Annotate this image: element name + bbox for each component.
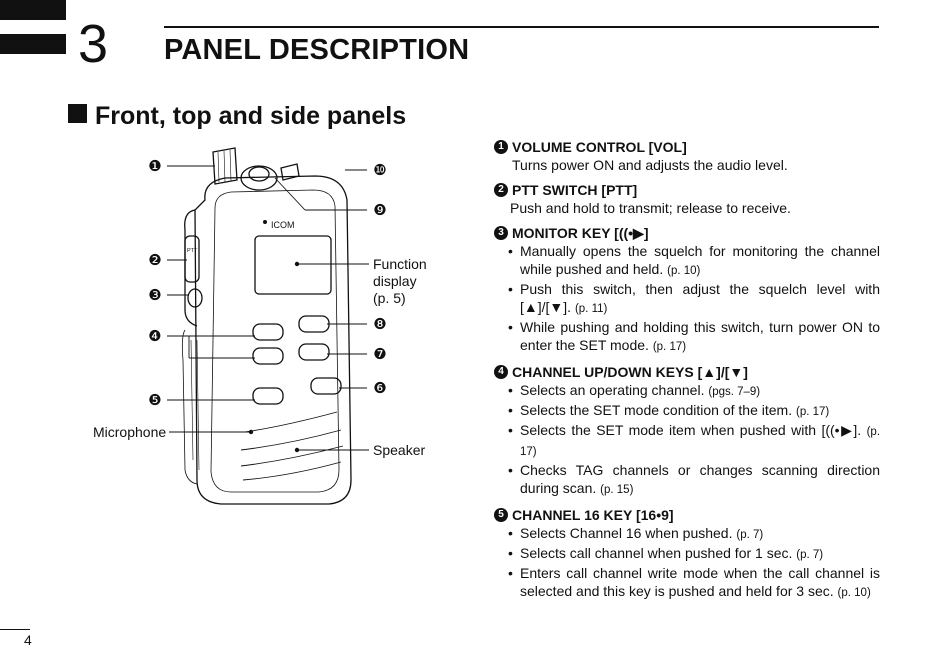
section-heading: Front, top and side panels [68,102,406,131]
number-badge: 5 [494,508,508,522]
bullet-item: •Selects the SET mode item when pushed w… [508,422,881,458]
microphone-label: Microphone [93,424,166,440]
list-item: 3 MONITOR KEY [((•▶] •Manually opens the … [494,224,880,356]
number-badge: 2 [494,183,508,197]
ptt-switch [184,235,200,283]
callout-1: ❶ [148,157,161,175]
bullet-item: •Selects the SET mode condition of the i… [508,402,830,418]
radio-illustration: ICOM PTT ❶ ❷ ❸ ❹ ❺ ❻ ❼ ❽ ❾ ❿ Function di… [93,147,427,505]
bullet-text: Enters call channel write mode when the … [520,565,880,599]
key-right-top [298,315,330,333]
list-item: 1 VOLUME CONTROL [VOL] Turns power ON and… [494,138,880,174]
page-ref: (pgs. 7–9) [708,386,761,398]
callout-3: ❸ [148,286,161,304]
page-ref: (p. 10) [837,587,871,599]
bullet-text: Selects the SET mode condition of the it… [520,402,793,418]
list-item: 2 PTT SWITCH [PTT] Push and hold to trans… [494,181,880,217]
list-item: 4 CHANNEL UP/DOWN KEYS [▲]/[▼] •Selects a… [494,363,880,499]
key-up [252,323,284,341]
item-description: Push and hold to transmit; release to re… [510,200,791,216]
function-display-label-3: (p. 5) [373,290,406,306]
item-title: CHANNEL 16 KEY [16•9] [512,507,674,523]
callout-2: ❷ [148,251,161,269]
key-right-mid [298,343,330,361]
volume-knob [212,147,238,185]
ptt-text: PTT [187,248,198,254]
section-title: Front, top and side panels [95,102,407,130]
callout-6: ❻ [373,379,386,397]
header-rule [164,26,879,28]
item-title: CHANNEL UP/DOWN KEYS [▲]/[▼] [512,364,748,380]
function-display [254,235,332,295]
callout-5: ❺ [148,391,161,409]
bullet-item: •Selects call channel when pushed for 1 … [508,545,824,561]
bullet-item: •Push this switch, then adjust the squel… [508,281,880,315]
chapter-tab-bar-top [0,0,66,20]
number-badge: 3 [494,226,508,240]
callout-8: ❽ [373,315,386,333]
chapter-tab-bar-bottom [0,34,66,54]
page-ref: (p. 7) [736,529,764,541]
square-bullet-icon [68,104,87,123]
page-ref: (p. 17) [520,426,881,458]
list-item: 5 CHANNEL 16 KEY [16•9] •Selects Channel … [494,506,880,602]
radio-body [194,175,352,505]
key-16-9 [252,387,284,405]
key-right-low [310,377,342,395]
page-ref: (p. 15) [600,484,634,496]
function-display-label-1: Function [373,256,427,272]
bullet-item: •Manually opens the squelch for monitori… [508,243,880,277]
bullet-text: Selects an operating channel. [520,382,705,398]
bullet-text: Selects call channel when pushed for 1 s… [520,545,793,561]
page-number: 4 [24,632,32,648]
callout-7: ❼ [373,345,386,363]
callout-9: ❾ [373,201,386,219]
bullet-text: Push this switch, then adjust the squelc… [520,281,880,315]
item-description: Turns power ON and adjusts the audio lev… [512,157,788,173]
page-ref: (p. 7) [796,549,824,561]
monitor-key [187,288,203,308]
item-title: MONITOR KEY [((•▶] [512,225,649,241]
bullet-item: •Selects an operating channel. (pgs. 7–9… [508,382,761,398]
page-ref: (p. 17) [652,341,687,353]
brand-logo: ICOM [271,220,295,230]
antenna-base [240,165,278,191]
bullet-text: Manually opens the squelch for monitorin… [520,243,880,277]
bullet-item: •Checks TAG channels or changes scanning… [508,462,880,496]
key-down [252,347,284,365]
bullet-item: •While pushing and holding this switch, … [508,319,880,353]
chapter-number: 3 [78,14,109,74]
bullet-item: •Selects Channel 16 when pushed. (p. 7) [508,525,764,541]
page-ref: (p. 17) [796,406,830,418]
callout-4: ❹ [148,327,161,345]
callout-10: ❿ [373,161,386,179]
item-title: VOLUME CONTROL [VOL] [512,139,687,155]
bullet-text: Selects Channel 16 when pushed. [520,525,733,541]
number-badge: 4 [494,365,508,379]
bullet-text: Selects the SET mode item when pushed wi… [520,422,862,438]
bullet-item: •Enters call channel write mode when the… [508,565,880,599]
speaker-label: Speaker [373,442,425,458]
chapter-title: PANEL DESCRIPTION [164,34,470,66]
bullet-text: Checks TAG channels or changes scanning … [520,462,880,496]
function-display-label-2: display [373,273,417,289]
page-ref: (p. 10) [667,265,701,277]
item-title: PTT SWITCH [PTT] [512,182,638,198]
page-ref: (p. 11) [574,303,608,315]
number-badge: 1 [494,140,508,154]
footer-rule [0,629,30,630]
bullet-text: While pushing and holding this switch, t… [520,319,880,353]
control-description-list: 1 VOLUME CONTROL [VOL] Turns power ON and… [494,138,880,609]
